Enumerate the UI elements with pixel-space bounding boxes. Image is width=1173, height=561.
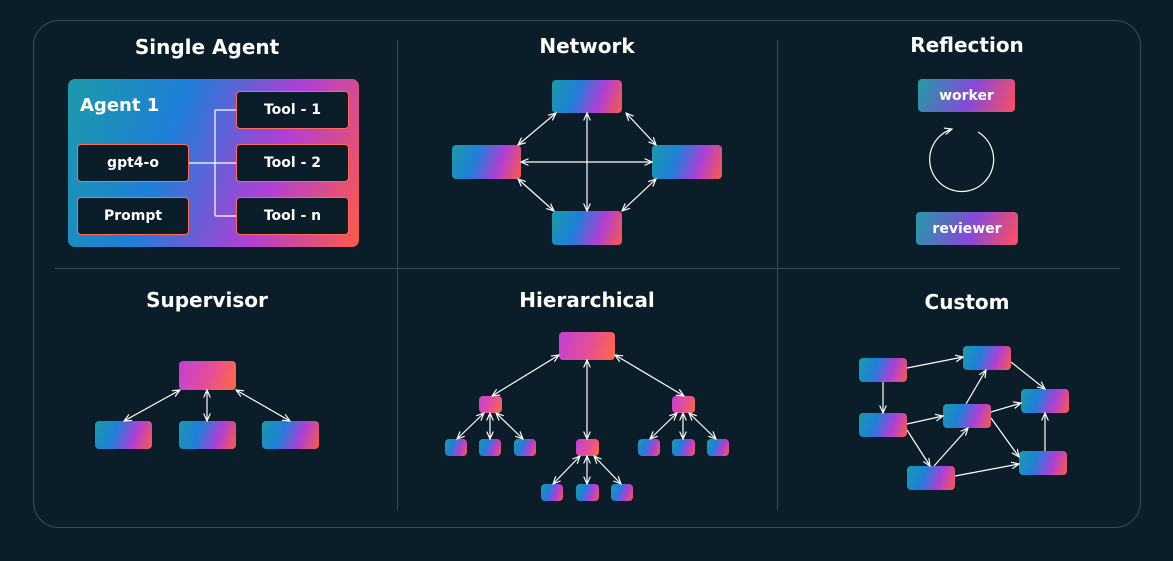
hierarchical-leaf-node [672,439,695,456]
prompt-node: Prompt [77,197,189,235]
supervisor-worker-node [262,421,319,449]
hierarchical-leaf-node [479,439,501,456]
supervisor-node [179,361,236,390]
agent-label: Agent 1 [80,94,160,116]
horizontal-divider [55,268,1120,269]
network-title: Network [539,34,635,58]
hierarchical-leaf-node [514,439,536,456]
custom-node [943,404,991,428]
hierarchical-leaf-node [638,439,660,456]
hierarchical-title: Hierarchical [519,288,655,312]
reviewer-node: reviewer [916,212,1018,245]
supervisor-worker-node [95,421,152,449]
network-node-top [552,80,622,113]
hierarchical-leaf-node [707,439,729,456]
hierarchical-leaf-node [541,484,563,501]
vertical-divider-right [777,40,778,510]
custom-node [1021,389,1069,413]
reflection-title: Reflection [910,33,1024,57]
supervisor-worker-node [179,421,236,449]
custom-node [1019,451,1067,475]
tool-node: Tool - 2 [236,144,349,182]
hierarchical-mid-node [576,439,599,456]
network-node-bottom [552,211,622,245]
supervisor-title: Supervisor [146,288,268,312]
hierarchical-mid-node [672,396,695,413]
diagram-frame [33,20,1141,528]
single-agent-title: Single Agent [134,35,280,59]
hierarchical-root-node [559,332,615,360]
hierarchical-mid-node [479,396,502,413]
custom-node [963,346,1011,370]
hierarchical-leaf-node [611,484,633,501]
custom-node [907,466,955,490]
custom-node [859,413,907,437]
hierarchical-leaf-node [576,484,599,501]
network-node-right [652,145,722,179]
custom-node [859,358,907,382]
custom-title: Custom [924,290,1010,314]
worker-node: worker [918,79,1015,112]
network-node-left [452,145,521,179]
hierarchical-leaf-node [445,439,467,456]
vertical-divider-left [397,40,398,510]
model-node: gpt4-o [77,144,189,182]
tool-node: Tool - 1 [236,91,349,129]
tool-node: Tool - n [236,197,349,235]
